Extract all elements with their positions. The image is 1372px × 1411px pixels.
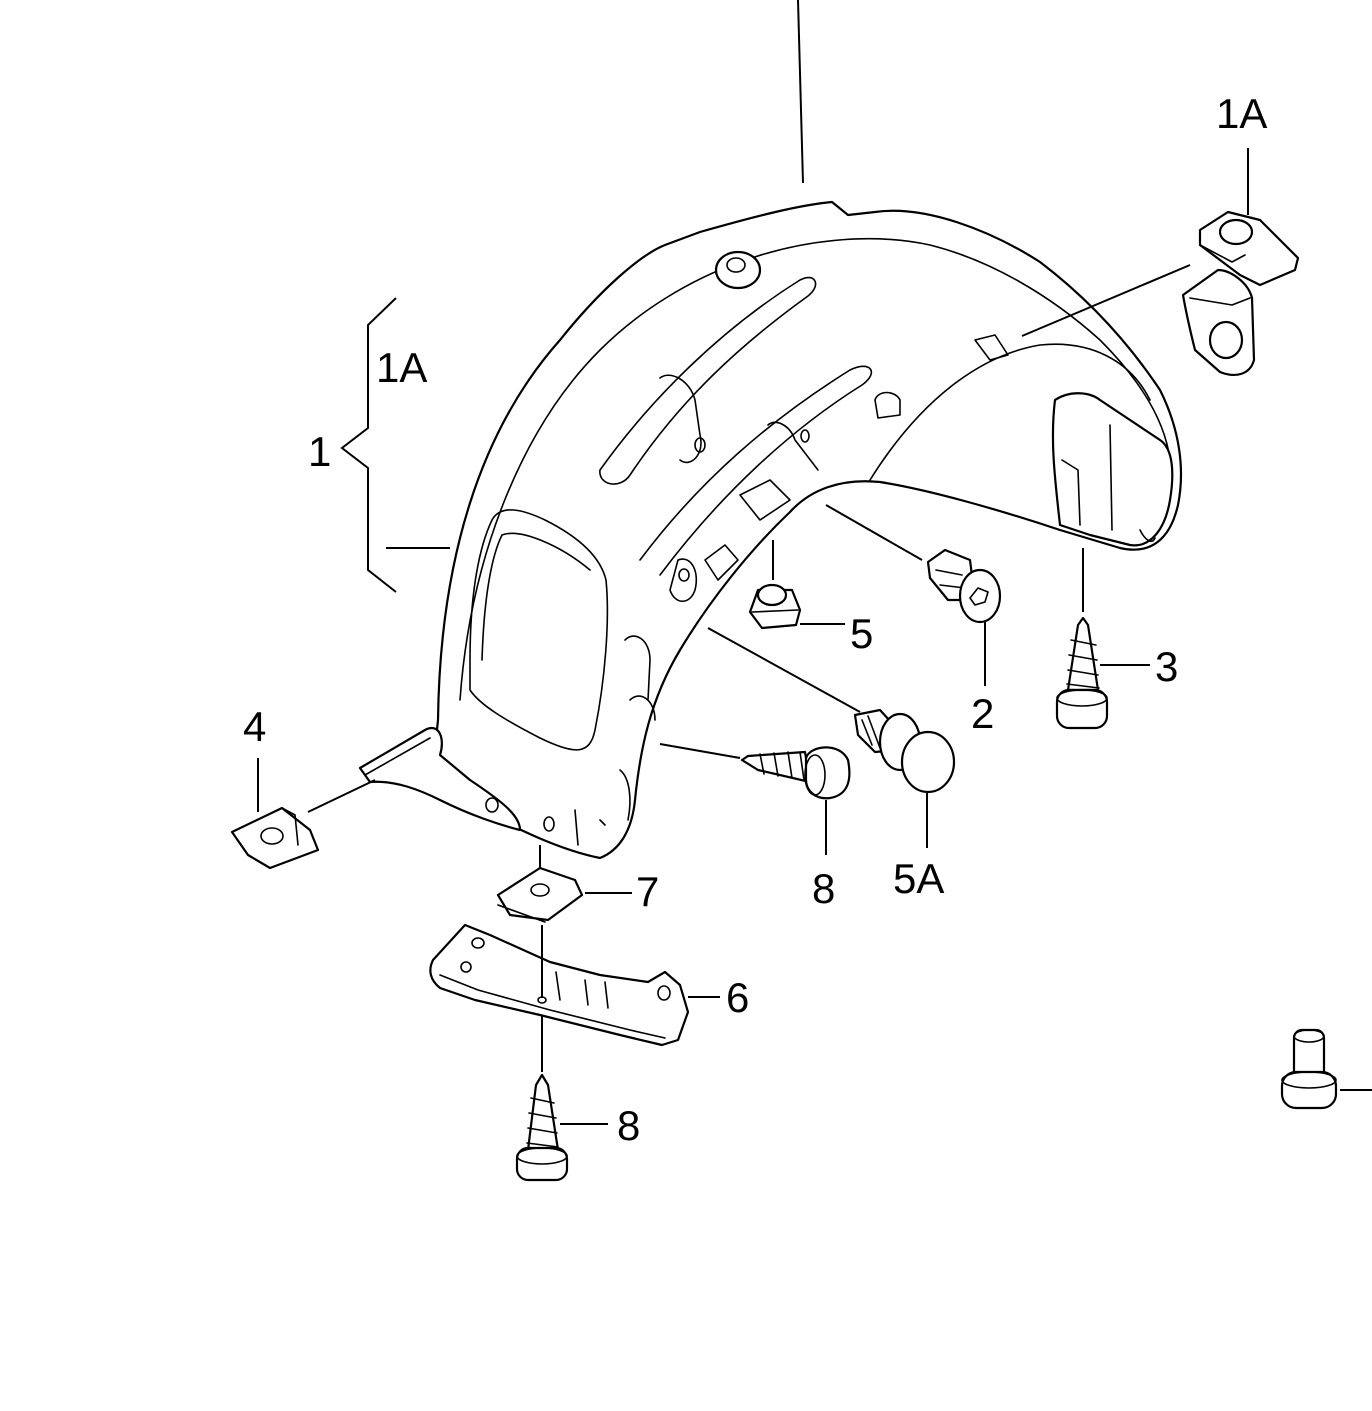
- label-1a-left: 1A: [376, 344, 427, 391]
- screw-3: [1055, 548, 1109, 730]
- label-3: 3: [1155, 643, 1178, 690]
- label-5: 5: [850, 610, 873, 657]
- clip-7: [496, 845, 584, 923]
- label-2: 2: [971, 690, 994, 737]
- nut-5: [748, 540, 802, 630]
- leader-1a-right-liner: [1021, 264, 1191, 337]
- clip-1a: [1181, 210, 1300, 376]
- label-6: 6: [726, 974, 749, 1021]
- label-8-bottom: 8: [617, 1102, 640, 1149]
- label-5a: 5A: [893, 855, 944, 902]
- rivet-2: [926, 548, 1002, 624]
- push-pin-5a: [707, 627, 956, 794]
- screw-8-bottom: [515, 1015, 569, 1182]
- label-1a-right: 1A: [1216, 90, 1267, 137]
- brace-1-1a: [340, 297, 450, 593]
- label-4: 4: [243, 703, 266, 750]
- label-7: 7: [636, 868, 659, 915]
- leader-4-liner: [307, 779, 376, 813]
- bolt-right-edge: [1280, 1028, 1372, 1110]
- clip-nut-4: [230, 806, 320, 870]
- screw-8-middle: [659, 743, 851, 800]
- wheel-housing-liner: [358, 200, 1183, 860]
- bracket-6: [429, 923, 690, 1047]
- label-8-middle: 8: [812, 865, 835, 912]
- top-leader-line: [797, 0, 804, 184]
- leader-2: [825, 504, 923, 561]
- label-1: 1: [308, 428, 331, 475]
